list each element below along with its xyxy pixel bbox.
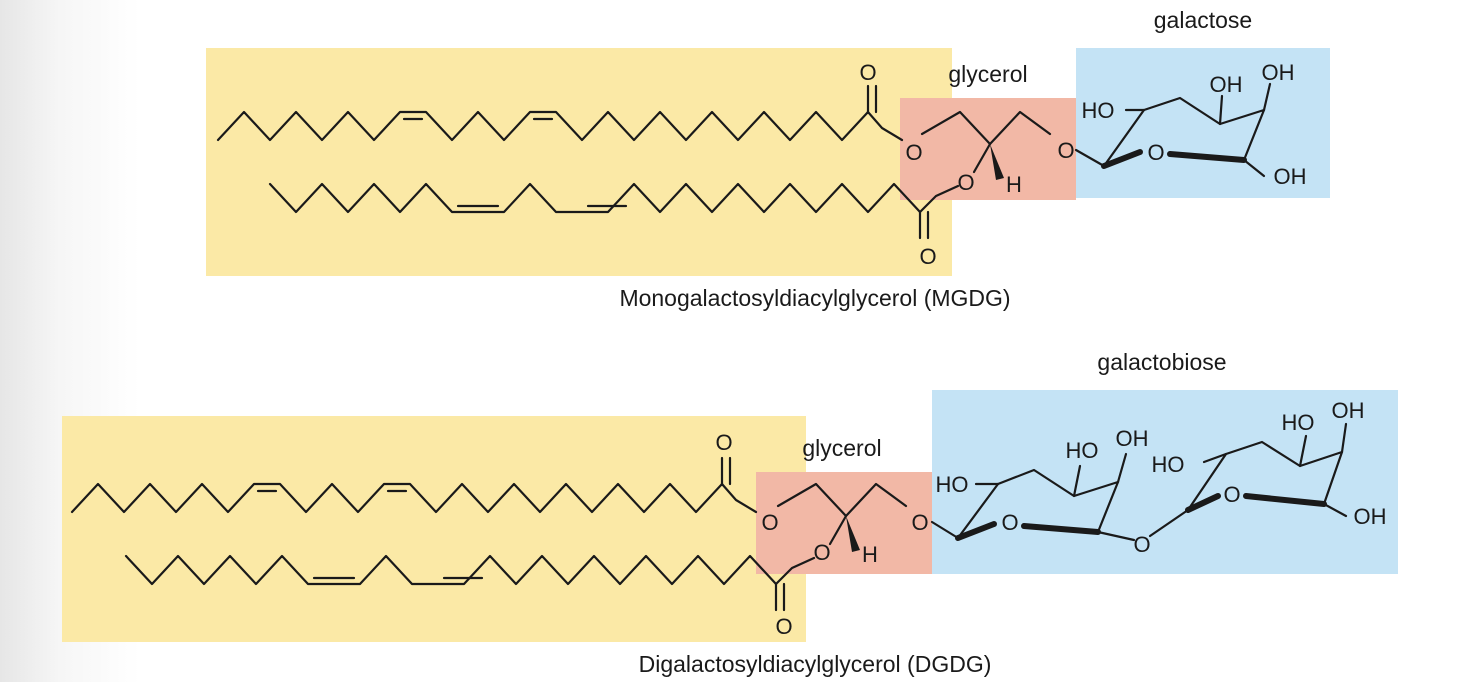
mgdg-upper-acyl-chain bbox=[216, 110, 904, 142]
mgdg-glycosidic-o: O bbox=[1057, 138, 1074, 163]
mgdg-fatty-acid-region bbox=[206, 48, 952, 276]
dgdg-structure: O O O H O O O O O HO HO HO HO OH OH OH g… bbox=[62, 349, 1398, 677]
dgdg-ho-group-4: HO bbox=[1282, 410, 1315, 435]
dgdg-carbonyl-o-top: O bbox=[715, 430, 732, 455]
dgdg-name-caption: Digalactosyldiacylglycerol (DGDG) bbox=[639, 651, 992, 677]
mgdg-lower-acyl-chain bbox=[268, 182, 960, 214]
dgdg-h-atom: H bbox=[862, 542, 878, 567]
mgdg-galactose-label: galactose bbox=[1154, 7, 1252, 33]
dgdg-ho-group-1: HO bbox=[936, 472, 969, 497]
dgdg-link-to-ring2 bbox=[1148, 508, 1190, 538]
dgdg-glycerol-region bbox=[756, 472, 932, 574]
mgdg-c3-oh-bond bbox=[1262, 82, 1272, 112]
dgdg-galactobiose-label: galactobiose bbox=[1097, 349, 1226, 375]
mgdg-ring-bold-1 bbox=[1101, 149, 1143, 169]
mgdg-ho-group: HO bbox=[1082, 98, 1115, 123]
dgdg-oh-group-3: OH bbox=[1354, 504, 1387, 529]
mgdg-stereo-wedge bbox=[990, 144, 1004, 180]
dgdg-ring2-bold-1 bbox=[1185, 493, 1221, 513]
mgdg-carbonyl-o-bottom: O bbox=[919, 244, 936, 269]
mgdg-h-atom: H bbox=[1006, 172, 1022, 197]
dgdg-ring1-c4-oh-bond bbox=[1072, 464, 1082, 498]
dgdg-oh-group-2: OH bbox=[1332, 398, 1365, 423]
mgdg-oh-group-1: OH bbox=[1210, 72, 1243, 97]
dgdg-ring2-c3-oh-bond bbox=[1340, 422, 1348, 454]
dgdg-oh-group-1: OH bbox=[1116, 426, 1149, 451]
dgdg-ho-group-2: HO bbox=[1066, 438, 1099, 463]
mgdg-ring-left bbox=[1102, 108, 1146, 168]
dgdg-stereo-wedge bbox=[846, 516, 860, 552]
mgdg-galactose-region bbox=[1076, 48, 1330, 198]
dgdg-ring2-top bbox=[1186, 440, 1344, 512]
mgdg-anomeric-bond bbox=[1074, 148, 1106, 168]
dgdg-anomeric-bond-1 bbox=[930, 520, 960, 540]
mgdg-glycerol-to-ester-o bbox=[972, 142, 992, 174]
mgdg-carbonyl-o-top: O bbox=[859, 60, 876, 85]
dgdg-ring1-bold-2 bbox=[1021, 523, 1101, 535]
dgdg-ring2-o: O bbox=[1223, 482, 1240, 507]
dgdg-lower-acyl-chain bbox=[124, 554, 816, 586]
mgdg-c4-oh-bond bbox=[1218, 94, 1224, 126]
dgdg-ring1-left bbox=[956, 482, 1000, 540]
dgdg-fatty-acid-region bbox=[62, 416, 806, 642]
dgdg-ring1-bold-1 bbox=[955, 521, 997, 541]
mgdg-ester-o-bottom: O bbox=[957, 170, 974, 195]
dgdg-ring1-o: O bbox=[1001, 510, 1018, 535]
dgdg-ring2-c4-oh-bond bbox=[1298, 434, 1308, 468]
dgdg-ring2-c6-bond bbox=[1322, 502, 1348, 518]
mgdg-glycerol-label: glycerol bbox=[948, 61, 1027, 87]
mgdg-oh-group-3: OH bbox=[1274, 164, 1307, 189]
dgdg-carbonyl-o-bottom: O bbox=[775, 614, 792, 639]
dgdg-glycerol-label: glycerol bbox=[802, 435, 881, 461]
dgdg-ring1-c3-oh-bond bbox=[1116, 452, 1128, 484]
dgdg-ring2-c2-ho-bond bbox=[1202, 452, 1228, 464]
dgdg-glycerol-to-ester-o bbox=[828, 514, 848, 546]
dgdg-ester-o-top: O bbox=[761, 510, 778, 535]
dgdg-glycosidic-o: O bbox=[911, 510, 928, 535]
dgdg-link-o: O bbox=[1133, 532, 1150, 557]
mgdg-structure: O O O H O O O HO OH OH OH galactose glyc… bbox=[206, 7, 1330, 311]
dgdg-ho-group-3: HO bbox=[1152, 452, 1185, 477]
mgdg-ring-bold-2 bbox=[1167, 151, 1247, 163]
dgdg-upper-acyl-chain bbox=[70, 482, 758, 514]
dgdg-ring2-bold-2 bbox=[1243, 493, 1327, 507]
dgdg-ester-o-bottom: O bbox=[813, 540, 830, 565]
mgdg-oh-group-2: OH bbox=[1262, 60, 1295, 85]
dgdg-galactobiose-region bbox=[932, 390, 1398, 574]
mgdg-name-caption: Monogalactosyldiacylglycerol (MGDG) bbox=[619, 285, 1010, 311]
dgdg-ring1-c6-bond bbox=[1096, 530, 1136, 542]
mgdg-ring-o: O bbox=[1147, 140, 1164, 165]
mgdg-ester-o-top: O bbox=[905, 140, 922, 165]
mgdg-c6-bond bbox=[1242, 158, 1266, 178]
